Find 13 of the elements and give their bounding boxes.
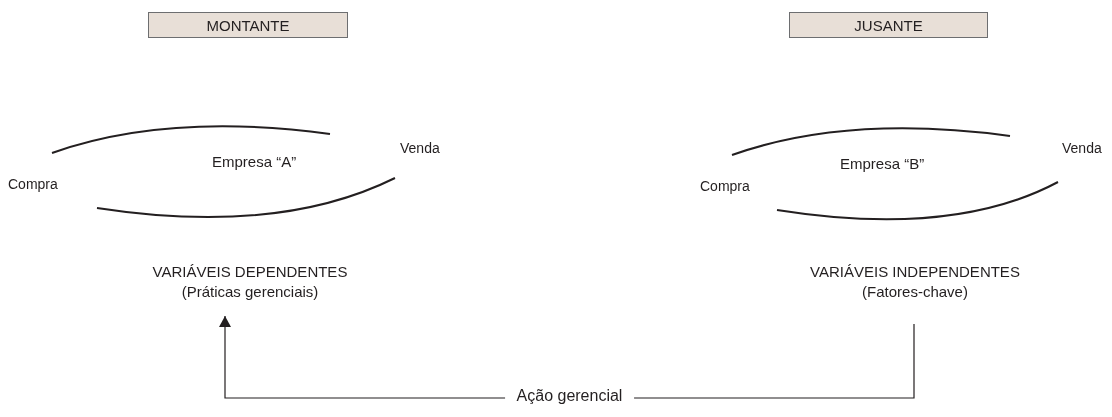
flow-label: Compra	[700, 178, 750, 194]
header-band: MONTANTE	[148, 12, 348, 38]
company-name: Empresa “A”	[212, 153, 297, 170]
company-name: Empresa “B”	[840, 155, 925, 172]
variable-label: (Práticas gerenciais)	[181, 282, 319, 302]
edge-label: Ação gerencial	[504, 387, 635, 405]
flow-label: Compra	[8, 176, 58, 192]
variable-label: VARIÁVEIS DEPENDENTES	[152, 262, 348, 282]
header-band: JUSANTE	[789, 12, 988, 38]
flow-label: Venda	[1062, 140, 1102, 156]
flow-label: Venda	[400, 140, 440, 156]
variable-label: (Fatores-chave)	[862, 282, 968, 302]
variable-label: VARIÁVEIS INDEPENDENTES	[810, 262, 1020, 282]
